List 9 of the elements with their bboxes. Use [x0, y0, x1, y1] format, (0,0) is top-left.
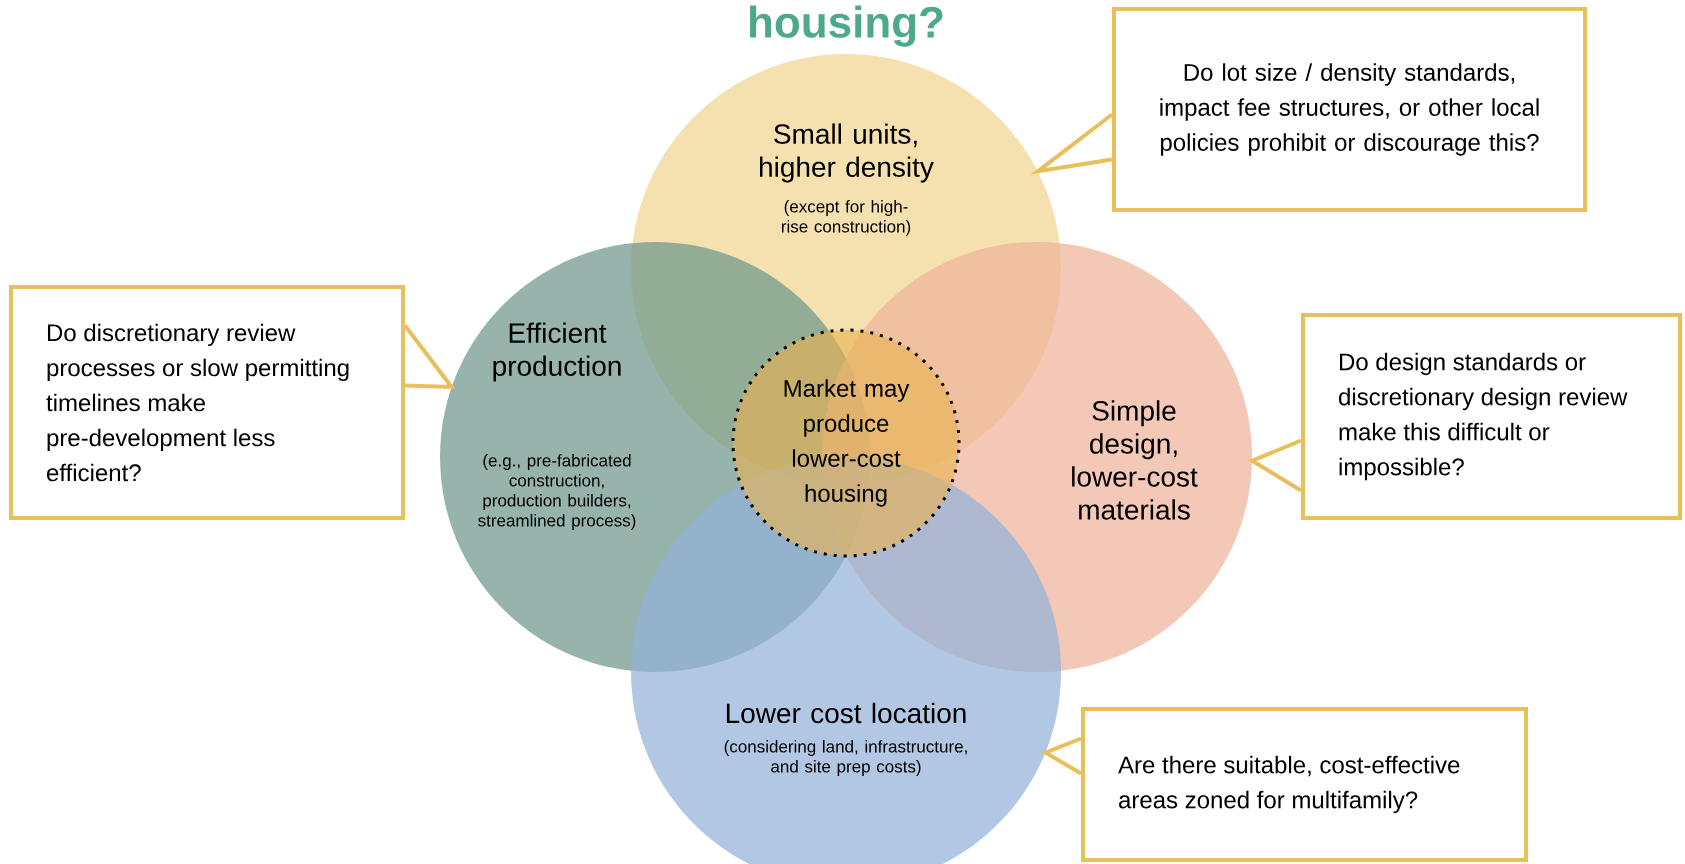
callout-box: Are there suitable, cost-effective areas zoned for multifamily?: [1081, 707, 1529, 862]
callout-box: Do lot size / density standards, impact fee structures, or other local policies prohibit or discourage this?: [1112, 7, 1587, 212]
callout-pointer: [1247, 438, 1303, 493]
callout-pointer: [1041, 736, 1083, 776]
title: housing?: [750, 5, 943, 47]
callout-pointer: [1030, 112, 1114, 175]
callout-box: Do discretionary review processes or slow permitting timelines make pre-development less efficient?: [9, 285, 405, 520]
callout-box: Do design standards or discretionary design review make this difficult or impossible?: [1301, 313, 1683, 520]
callout-pointer: [403, 323, 456, 390]
